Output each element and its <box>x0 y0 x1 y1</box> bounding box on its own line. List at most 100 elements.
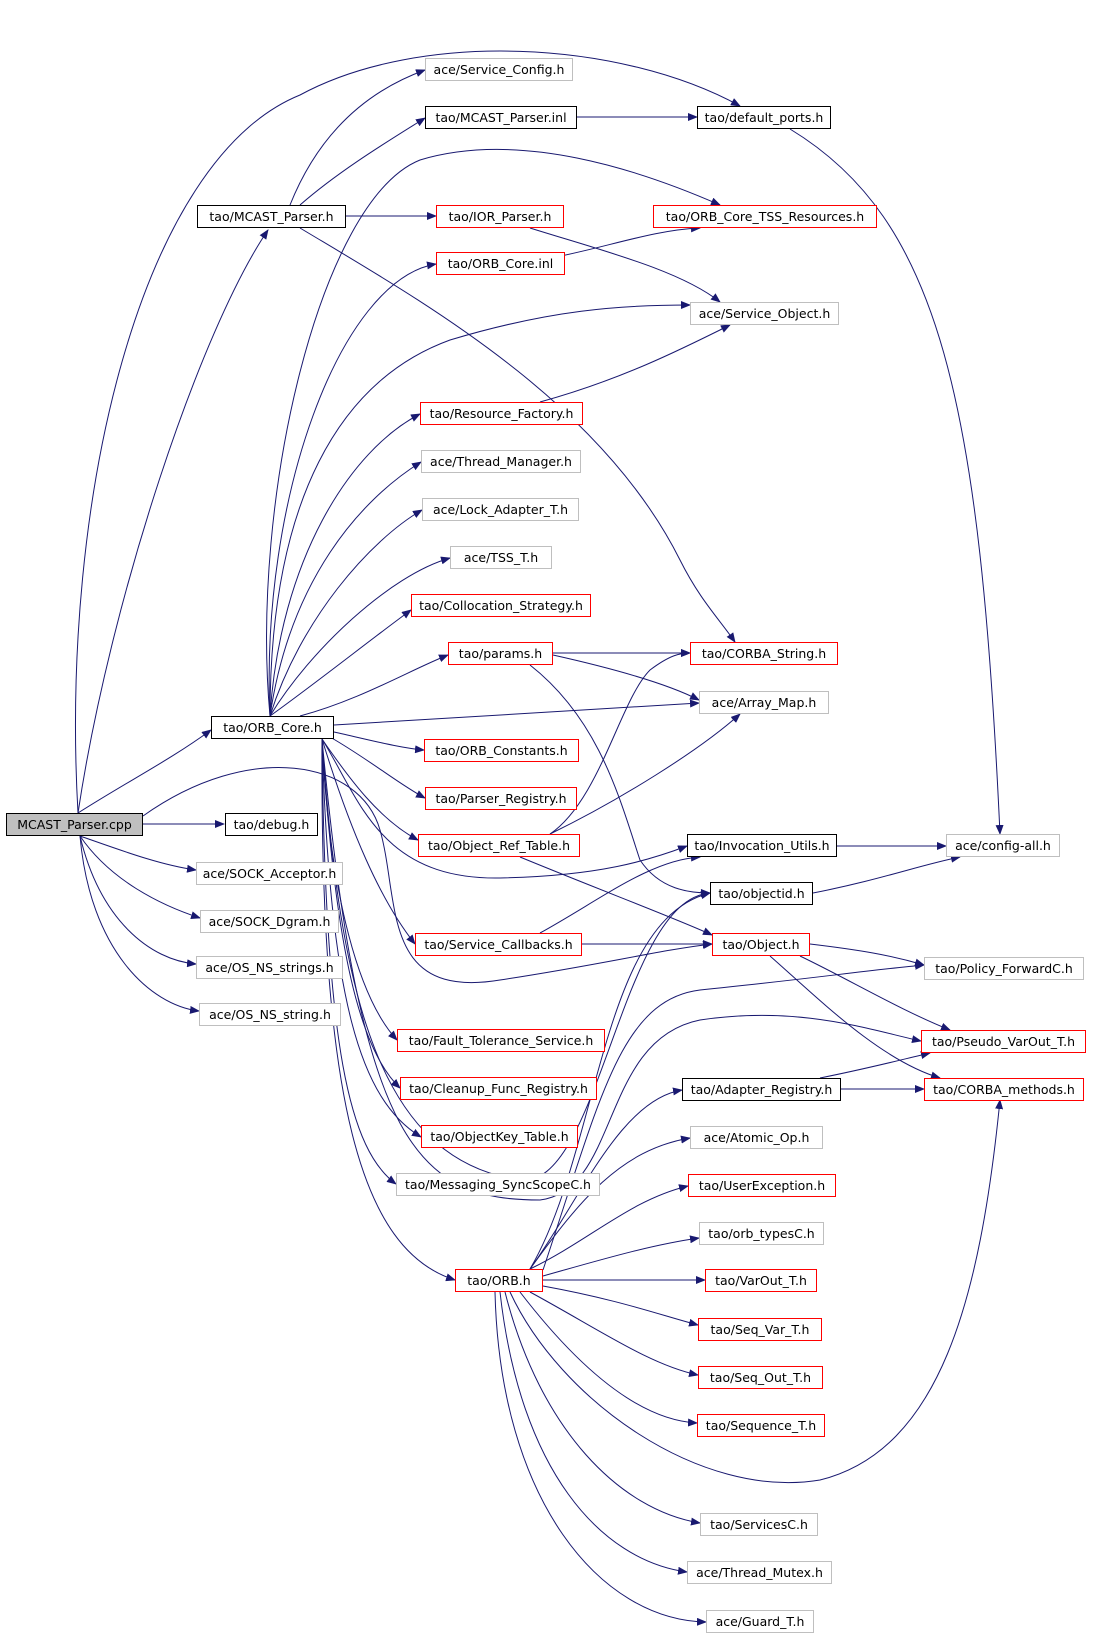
node-guard-t[interactable]: ace/Guard_T.h <box>706 1610 814 1633</box>
edge-e-objreftable-corbastring <box>549 649 691 835</box>
node-orb-h[interactable]: tao/ORB.h <box>455 1269 543 1292</box>
node-policy-forwardc[interactable]: tao/Policy_ForwardC.h <box>924 957 1084 980</box>
edge-e-orbcore-orbh <box>321 738 456 1282</box>
edge-e-root-osnsstrings <box>79 835 197 968</box>
node-sequence-t[interactable]: tao/Sequence_T.h <box>697 1414 825 1437</box>
edge-e-orbh-userexception <box>529 1184 689 1270</box>
edge-e-root-orbcore <box>77 729 212 814</box>
edge-e-root-sockacceptor <box>79 835 197 873</box>
edge-e-orbh-sequencet <box>519 1291 698 1427</box>
node-debug[interactable]: tao/debug.h <box>225 813 318 836</box>
edge-e-root-defaultports <box>75 50 741 814</box>
edge-e-mp-serviceconfig <box>289 69 426 206</box>
edge-e-objecth-pseudovarout <box>799 955 951 1031</box>
edge-e-objreftable-arraymap <box>549 713 741 835</box>
edge-e-iorparser-serviceobject <box>529 227 721 303</box>
edge-e-params-arraymap <box>552 654 700 701</box>
node-object-ref-table[interactable]: tao/Object_Ref_Table.h <box>418 834 580 857</box>
edge-e-orbcore-threadmanager <box>269 461 422 717</box>
node-seq-var-t[interactable]: tao/Seq_Var_T.h <box>698 1318 822 1341</box>
node-fault-tolerance[interactable]: tao/Fault_Tolerance_Service.h <box>397 1029 605 1052</box>
edge-e-orbh-seqoutt <box>529 1291 699 1378</box>
node-array-map[interactable]: ace/Array_Map.h <box>699 691 829 714</box>
edge-e-orbcore-tss <box>266 149 721 717</box>
edge-e-orbh-objectid <box>529 891 711 1270</box>
node-tss-t[interactable]: ace/TSS_T.h <box>450 546 552 569</box>
edge-e-orbcore-objectreftable <box>321 738 419 841</box>
edge-e-orbcore-parserregistry <box>329 736 426 799</box>
node-default-ports[interactable]: tao/default_ports.h <box>697 106 831 129</box>
node-sock-dgram[interactable]: ace/SOCK_Dgram.h <box>200 910 339 933</box>
node-mcast-parser-h[interactable]: tao/MCAST_Parser.h <box>197 205 346 228</box>
node-seq-out-t[interactable]: tao/Seq_Out_T.h <box>698 1366 823 1389</box>
node-cleanup-func[interactable]: tao/Cleanup_Func_Registry.h <box>400 1077 597 1100</box>
edge-e-orbcore-resfactory <box>269 413 421 717</box>
node-adapter-registry[interactable]: tao/Adapter_Registry.h <box>682 1078 841 1101</box>
edge-e-resfactory-serviceobject <box>539 324 731 403</box>
node-mcast-parser-inl[interactable]: tao/MCAST_Parser.inl <box>425 106 577 129</box>
node-thread-mutex[interactable]: ace/Thread_Mutex.h <box>687 1561 832 1584</box>
edge-e-root-objecth <box>142 767 713 983</box>
edge-e-orbh-seqvart <box>542 1285 699 1327</box>
edge-e-servicecallbacks-invutils <box>539 853 701 934</box>
node-orb-core-inl[interactable]: tao/ORB_Core.inl <box>436 252 565 275</box>
node-objectkey-table[interactable]: tao/ObjectKey_Table.h <box>421 1125 578 1148</box>
edge-e-orbcore-orbcoreinl <box>268 261 437 717</box>
node-parser-registry[interactable]: tao/Parser_Registry.h <box>425 787 577 810</box>
node-objectid[interactable]: tao/objectid.h <box>710 882 813 905</box>
edge-e-orbcore-collocation <box>269 609 412 717</box>
node-service-object[interactable]: ace/Service_Object.h <box>690 302 839 325</box>
node-orb-typesc[interactable]: tao/orb_typesC.h <box>699 1222 824 1245</box>
edge-e-orbcore-cleanupfunc <box>321 738 401 1089</box>
edge-e-orbcore-invocationutils <box>321 738 688 879</box>
node-orb-core-h[interactable]: tao/ORB_Core.h <box>211 716 334 739</box>
node-collocation-strategy[interactable]: tao/Collocation_Strategy.h <box>411 594 591 617</box>
edge-e-objreftable-objecth <box>519 856 713 936</box>
edge-e-orbh-adapterreg <box>529 1087 683 1270</box>
edge-e-params-objectid <box>529 664 711 897</box>
edge-e-objectid-configall <box>812 854 961 894</box>
edge-e-root-mcastparser <box>77 229 269 814</box>
node-orb-constants[interactable]: tao/ORB_Constants.h <box>424 739 579 762</box>
edge-e-orbcore-lockadapter <box>269 509 423 717</box>
node-sock-acceptor[interactable]: ace/SOCK_Acceptor.h <box>196 862 343 885</box>
edge-e-orbh-corbamethods <box>509 1099 1004 1484</box>
edge-e-orbcore-arraymap <box>333 699 700 726</box>
node-corba-methods[interactable]: tao/CORBA_methods.h <box>924 1078 1084 1101</box>
node-servicesc[interactable]: tao/ServicesC.h <box>700 1513 818 1536</box>
edge-e-orbcore-orbconstants <box>333 731 425 754</box>
edges <box>75 50 1004 1626</box>
node-thread-manager[interactable]: ace/Thread_Manager.h <box>421 450 581 473</box>
node-invocation-utils[interactable]: tao/Invocation_Utils.h <box>687 834 837 857</box>
node-mcast-parser-cpp[interactable]: MCAST_Parser.cpp <box>6 813 143 836</box>
node-lock-adapter[interactable]: ace/Lock_Adapter_T.h <box>422 498 579 521</box>
node-config-all[interactable]: ace/config-all.h <box>946 834 1060 857</box>
node-orb-core-tss[interactable]: tao/ORB_Core_TSS_Resources.h <box>653 205 877 228</box>
edge-e-orbcore-params <box>299 654 449 717</box>
node-os-ns-string[interactable]: ace/OS_NS_string.h <box>199 1003 341 1026</box>
edge-e-orbcore-messaging <box>321 738 397 1185</box>
node-service-config[interactable]: ace/Service_Config.h <box>425 58 573 81</box>
edge-e-root-osnsstring <box>79 835 200 1014</box>
edge-e-objecth-corbamethods <box>769 955 941 1080</box>
node-atomic-op[interactable]: ace/Atomic_Op.h <box>690 1126 823 1149</box>
node-resource-factory[interactable]: tao/Resource_Factory.h <box>420 402 583 425</box>
node-object-h[interactable]: tao/Object.h <box>712 933 810 956</box>
node-corba-string[interactable]: tao/CORBA_String.h <box>690 642 838 665</box>
node-user-exception[interactable]: tao/UserException.h <box>688 1174 836 1197</box>
node-messaging-syncscope[interactable]: tao/Messaging_SyncScopeC.h <box>396 1173 600 1196</box>
node-ior-parser[interactable]: tao/IOR_Parser.h <box>436 205 564 228</box>
edge-e-defaultports-configall <box>789 128 1004 835</box>
edge-e-objecth-policyforwardc <box>809 943 925 967</box>
node-varout-t[interactable]: tao/VarOut_T.h <box>705 1269 817 1292</box>
node-os-ns-strings[interactable]: ace/OS_NS_strings.h <box>196 956 343 979</box>
edge-e-root-sockdgram <box>79 835 201 920</box>
edge-e-mp-corbastring <box>299 227 736 643</box>
node-params[interactable]: tao/params.h <box>448 642 553 665</box>
edge-e-orbcore-serviceobject <box>269 301 691 717</box>
edge-e-orbcore-servicecallbacks <box>321 738 416 945</box>
node-service-callbacks[interactable]: tao/Service_Callbacks.h <box>415 933 582 956</box>
edge-e-orbh-guardt <box>494 1291 707 1626</box>
node-pseudo-varout[interactable]: tao/Pseudo_VarOut_T.h <box>921 1030 1086 1053</box>
